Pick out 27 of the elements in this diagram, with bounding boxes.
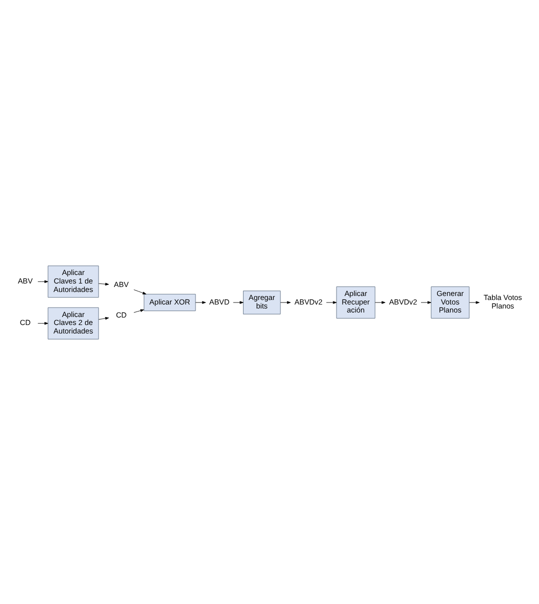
node-text: ABVD xyxy=(209,296,230,306)
node-box: Aplicar Recuper ación xyxy=(336,286,376,318)
node-text: ABVDv2 xyxy=(389,296,418,306)
arrow xyxy=(98,282,109,285)
arrow xyxy=(134,288,146,294)
node-box: Agregar bits xyxy=(243,290,281,314)
arrow xyxy=(469,300,480,304)
arrow xyxy=(374,300,386,304)
arrow xyxy=(195,300,206,304)
node-box: Aplicar XOR xyxy=(144,293,196,311)
arrow xyxy=(233,300,244,304)
node-text: Tabla Votos Planos xyxy=(484,292,522,310)
node-box: Generar Votos Planos xyxy=(430,286,470,318)
arrow xyxy=(38,322,48,324)
node-text: CD xyxy=(20,318,31,327)
node-text: ABV xyxy=(114,280,129,289)
node-text: ABV xyxy=(18,276,33,285)
node-box: Aplicar Claves 2 de Autoridades xyxy=(48,306,99,339)
arrow xyxy=(38,280,48,282)
arrow xyxy=(134,308,144,312)
node-text: CD xyxy=(116,310,127,320)
arrow xyxy=(280,300,291,304)
node-text: ABVDv2 xyxy=(294,296,322,306)
arrow xyxy=(98,316,109,320)
arrow xyxy=(420,300,432,304)
arrow xyxy=(326,300,337,304)
node-box: Aplicar Claves 1 de Autoridades xyxy=(48,265,99,298)
